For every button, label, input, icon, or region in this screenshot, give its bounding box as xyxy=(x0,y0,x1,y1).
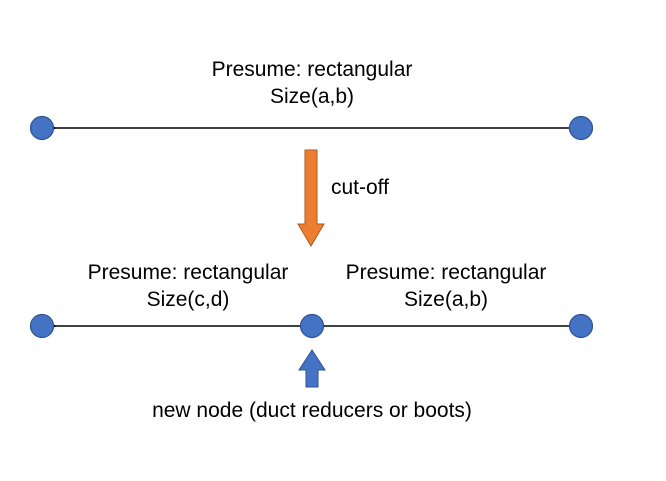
bottom-left-edge-size-label: Size(c,d) xyxy=(146,288,230,311)
top-left-node xyxy=(29,115,55,141)
cutoff-arrow xyxy=(297,149,325,247)
new-node-label: new node (duct reducers or boots) xyxy=(152,399,472,422)
new-node-arrow xyxy=(298,349,326,388)
new-node xyxy=(299,313,325,339)
bottom-left-edge-label: Presume: rectangular Size(c,d) xyxy=(62,259,314,313)
bottom-left-edge-shape-label: Presume: rectangular xyxy=(87,261,289,284)
cutoff-label: cut-off xyxy=(331,176,389,199)
top-right-node xyxy=(568,115,594,141)
top-edge-shape-label: Presume: rectangular xyxy=(211,58,413,81)
bottom-right-edge-size-label: Size(a,b) xyxy=(403,288,489,311)
bottom-right-edge-label: Presume: rectangular Size(a,b) xyxy=(320,259,572,313)
bottom-right-edge-shape-label: Presume: rectangular xyxy=(345,261,547,284)
top-edge-size-label: Size(a,b) xyxy=(269,85,355,108)
top-edge-label: Presume: rectangular Size(a,b) xyxy=(186,56,438,110)
bottom-left-node xyxy=(29,313,55,339)
bottom-right-node xyxy=(568,313,594,339)
